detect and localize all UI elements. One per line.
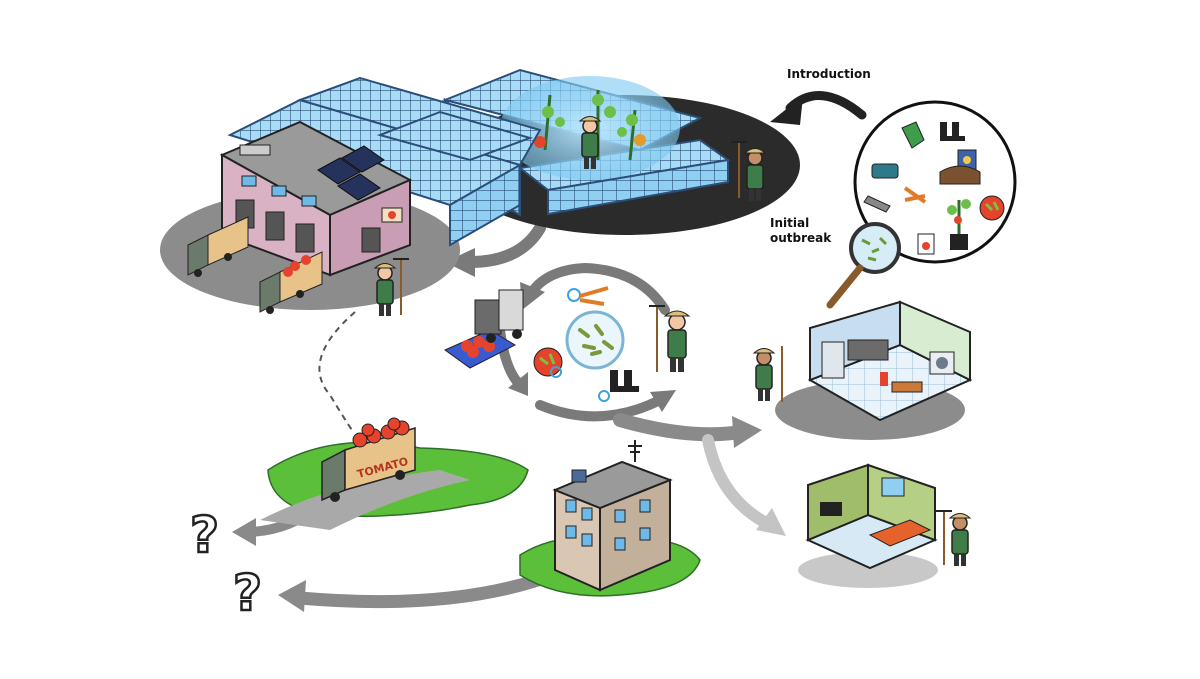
farm-worker-figure [936,510,972,566]
to-kitchen-arrow [613,413,747,442]
bedroom-room [798,463,972,588]
diseased-tomato-icon [533,347,563,378]
pruning-shears-icon [567,286,609,306]
diseased-tomato-icon [979,195,1005,221]
initial-outbreak-line2: outbreak [770,231,832,245]
tomato-plant-icon [534,90,646,161]
farm-worker-figure [752,346,783,402]
soil-bag-icon [939,165,981,185]
warehouse-complex [160,76,542,316]
farm-worker-figure [649,305,691,372]
unknown-destination-mark: ? [190,506,219,564]
delivery-truck [259,251,323,314]
boots-icon [940,122,965,141]
kitchen-room [752,300,973,440]
cycle-arrow-bottom [535,395,665,422]
seed-tray-icon [871,163,899,179]
outbreak-to-warehouse-arrow [464,222,546,268]
magnifier-icon [826,222,901,309]
farm-worker-figure [731,141,767,201]
tomato-truck-scene: TOMATO [260,417,529,530]
magnifier-lens [853,100,1017,264]
delivery-truck [187,216,249,277]
apartment-scene [519,440,701,597]
seed-packet-icon [917,233,935,255]
unknown-destination-mark: ? [233,564,262,622]
transmission-cycle [444,286,691,402]
tomato-truck: TOMATO [321,417,416,502]
introduction-arrowhead [770,96,803,125]
boots-icon [598,370,639,402]
pruning-shears-icon [903,186,927,204]
solar-panels [317,145,385,201]
to-bedroom-arrow [702,434,776,531]
cycle-arrow-top [525,262,670,315]
gloves-icon [901,121,925,149]
trowel-icon [863,195,891,213]
bacteria-icon [565,310,625,370]
farm-worker-figure [373,258,409,316]
dashed-route [318,311,356,431]
spread-arrows [232,91,867,612]
introduction-sources [826,100,1017,309]
forklift [444,289,524,369]
tomato-plant-icon [947,199,971,250]
introduction-label: Introduction [787,67,871,81]
initial-outbreak-label: Initial outbreak [770,216,850,246]
apartment-roof [552,460,673,510]
road [260,470,470,530]
farm-worker-figure [578,116,602,169]
initial-outbreak-line1: Initial [770,216,810,230]
